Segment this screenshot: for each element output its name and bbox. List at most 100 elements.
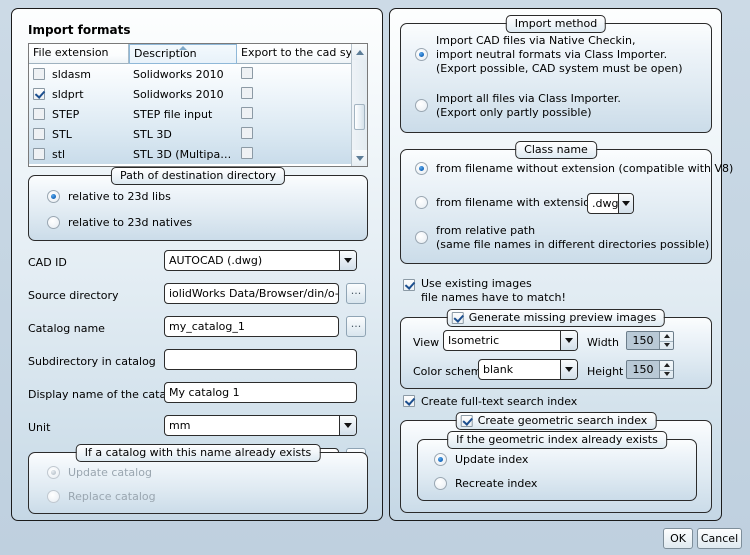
class-name-group: Class name from filename without extensi…	[400, 141, 733, 264]
radio-filename-with-extension[interactable]: from filename with extension	[415, 193, 597, 210]
chevron-down-icon[interactable]	[339, 416, 356, 435]
table-row[interactable]: sldasm Solidworks 2010	[29, 64, 367, 84]
width-label: Width	[587, 336, 619, 349]
subdirectory-label: Subdirectory in catalog	[28, 355, 156, 368]
row-select-checkbox[interactable]	[33, 128, 45, 140]
radio-indicator[interactable]	[47, 190, 60, 203]
scroll-up-button[interactable]	[352, 44, 367, 60]
width-value[interactable]: 150	[627, 332, 659, 349]
row-select-checkbox[interactable]	[33, 108, 45, 120]
geometric-search-index-checkbox[interactable]	[460, 414, 473, 427]
table-row[interactable]: sldprt Solidworks 2010	[29, 84, 367, 104]
source-directory-input[interactable]: iolidWorks Data/Browser/din/o-rings	[164, 283, 339, 304]
column-header-description[interactable]: Description	[129, 44, 237, 64]
catalog-name-input[interactable]: my_catalog_1	[164, 316, 339, 337]
catalog-name-browse-button[interactable]: ...	[346, 316, 366, 337]
import-formats-table[interactable]: File extension Description Export to the…	[28, 43, 368, 167]
chevron-down-icon[interactable]	[339, 251, 356, 270]
subdirectory-input[interactable]	[164, 349, 357, 370]
radio-indicator[interactable]	[47, 490, 60, 503]
radio-update-catalog[interactable]: Update catalog	[47, 466, 152, 480]
radio-indicator[interactable]	[415, 162, 428, 175]
radio-import-all-class-importer[interactable]: Import all files via Class Importer. (Ex…	[415, 92, 621, 120]
row-export-checkbox[interactable]	[241, 86, 253, 99]
height-value[interactable]: 150	[627, 361, 659, 378]
scrollbar-thumb[interactable]	[354, 104, 365, 130]
row-export-checkbox[interactable]	[241, 146, 253, 159]
radio-relative-to-libs[interactable]: relative to 23d libs	[47, 190, 171, 204]
radio-relative-to-natives[interactable]: relative to 23d natives	[47, 216, 192, 230]
cell-file-extension: sldasm	[52, 67, 91, 81]
extension-combo[interactable]: .dwg	[587, 193, 634, 214]
height-stepper[interactable]: 150	[626, 360, 674, 379]
radio-indicator[interactable]	[415, 196, 428, 209]
color-scheme-combo[interactable]: blank	[478, 359, 578, 380]
chevron-down-icon[interactable]	[560, 331, 577, 350]
row-export-checkbox[interactable]	[241, 126, 253, 139]
height-increment-button[interactable]	[660, 361, 673, 370]
radio-label: Update index	[455, 453, 529, 466]
geometric-search-index-group-title[interactable]: Create geometric search index	[455, 412, 657, 430]
row-export-checkbox[interactable]	[241, 66, 253, 79]
radio-indicator[interactable]	[434, 477, 447, 490]
generate-preview-images-group-title[interactable]: Generate missing preview images	[446, 309, 666, 327]
row-select-checkbox[interactable]	[33, 68, 45, 80]
width-increment-button[interactable]	[660, 332, 673, 341]
radio-import-native-checkin[interactable]: Import CAD files via Native Checkin, imp…	[415, 34, 682, 76]
radio-from-relative-path[interactable]: from relative path (same file names in d…	[415, 224, 709, 252]
radio-indicator[interactable]	[47, 216, 60, 229]
row-select-checkbox[interactable]	[33, 148, 45, 160]
width-stepper[interactable]: 150	[626, 331, 674, 350]
height-decrement-button[interactable]	[660, 369, 673, 379]
radio-indicator[interactable]	[434, 453, 447, 466]
chevron-down-icon[interactable]	[618, 194, 633, 213]
radio-label-line-1: from relative path	[436, 224, 536, 237]
ok-button[interactable]: OK	[663, 528, 693, 549]
unit-value: mm	[169, 419, 191, 432]
column-header-file-extension[interactable]: File extension	[29, 44, 129, 64]
chevron-down-icon[interactable]	[560, 360, 577, 379]
row-export-checkbox[interactable]	[241, 106, 253, 119]
radio-indicator[interactable]	[415, 99, 428, 112]
width-decrement-button[interactable]	[660, 340, 673, 350]
table-row[interactable]: stl STL 3D (Multipa…	[29, 144, 367, 164]
source-directory-browse-button[interactable]: ...	[346, 283, 366, 304]
fulltext-index-checkbox[interactable]	[403, 395, 415, 407]
radio-indicator[interactable]	[415, 48, 428, 61]
fulltext-index-checkbox-row[interactable]: Create full-text search index	[403, 395, 577, 409]
unit-combo[interactable]: mm	[164, 415, 357, 436]
catalog-exists-group-title: If a catalog with this name already exis…	[75, 444, 321, 462]
import-method-group-title: Import method	[505, 15, 607, 33]
use-existing-images-label-line-2: file names have to match!	[421, 291, 566, 304]
radio-label: relative to 23d natives	[68, 216, 193, 229]
extension-value: .dwg	[592, 197, 619, 210]
radio-recreate-index[interactable]: Recreate index	[434, 477, 537, 491]
use-existing-images-checkbox[interactable]	[403, 279, 415, 291]
row-select-checkbox[interactable]	[33, 88, 45, 100]
radio-label: from filename with extension	[436, 196, 597, 209]
column-header-export[interactable]: Export to the cad system	[237, 44, 352, 64]
radio-indicator[interactable]	[415, 231, 428, 244]
generate-preview-images-checkbox[interactable]	[451, 311, 464, 324]
use-existing-images-checkbox-row[interactable]: Use existing images file names have to m…	[403, 277, 566, 305]
fulltext-index-label: Create full-text search index	[421, 395, 578, 408]
cancel-button[interactable]: Cancel	[697, 528, 742, 549]
table-row[interactable]: STL STL 3D	[29, 124, 367, 144]
table-scrollbar[interactable]	[351, 44, 367, 166]
radio-update-index[interactable]: Update index	[434, 453, 528, 467]
radio-filename-without-extension[interactable]: from filename without extension (compati…	[415, 162, 733, 176]
color-scheme-value: blank	[483, 363, 514, 376]
cad-id-combo[interactable]: AUTOCAD (.dwg)	[164, 250, 357, 271]
generate-preview-images-group: Generate missing preview images View Iso…	[400, 309, 712, 389]
radio-label: Replace catalog	[68, 490, 156, 503]
class-name-group-title: Class name	[515, 141, 597, 159]
radio-label-line-2: (same file names in different directorie…	[436, 238, 710, 251]
scroll-down-button[interactable]	[352, 150, 367, 166]
radio-indicator[interactable]	[47, 466, 60, 479]
display-name-input[interactable]: My catalog 1	[164, 382, 357, 403]
table-row[interactable]: STEP STEP file input	[29, 104, 367, 124]
radio-label-line-2: (Export only partly possible)	[436, 106, 592, 119]
cad-id-value: AUTOCAD (.dwg)	[169, 254, 263, 267]
view-combo[interactable]: Isometric	[443, 330, 578, 351]
radio-replace-catalog[interactable]: Replace catalog	[47, 490, 156, 504]
